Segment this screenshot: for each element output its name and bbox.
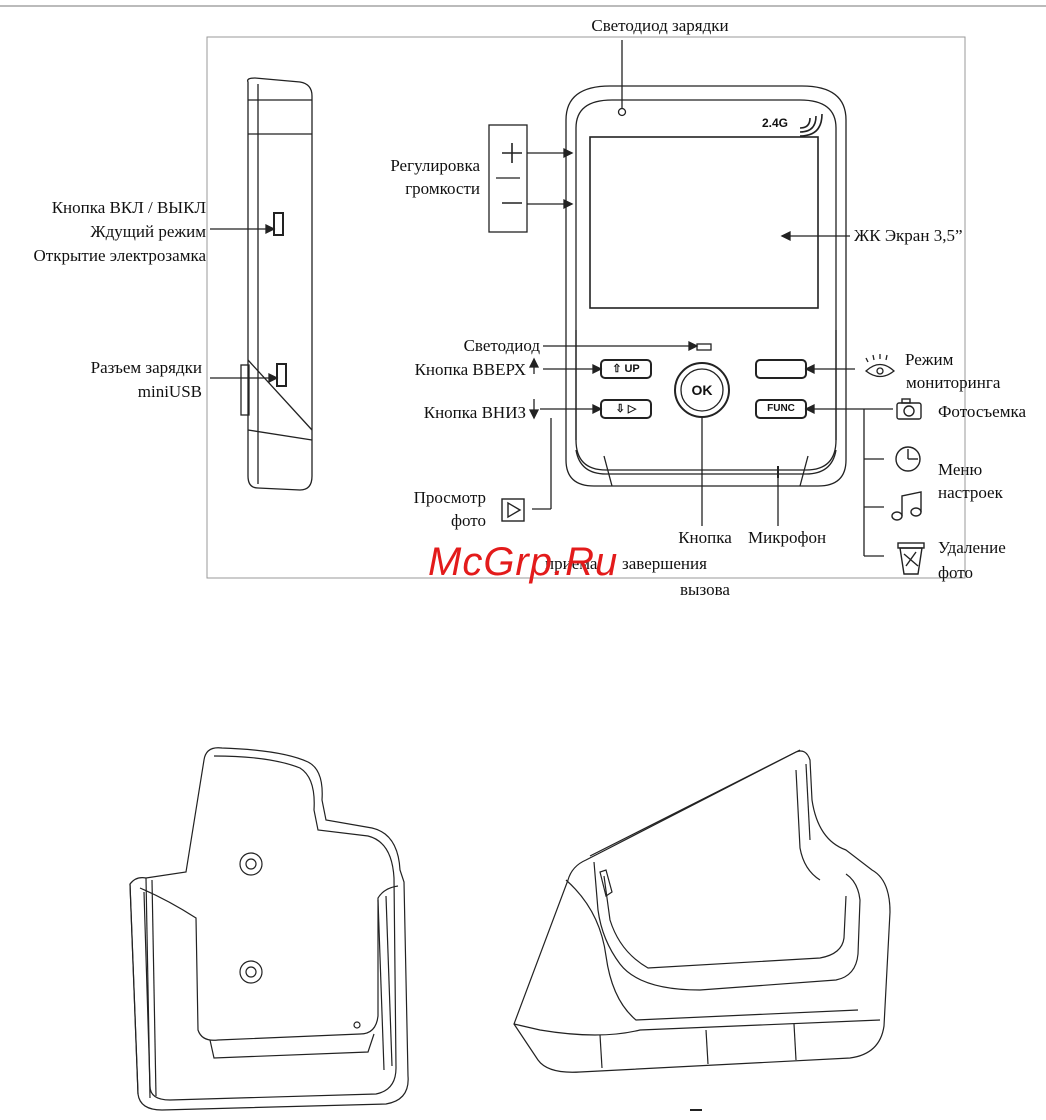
diagram-frame — [206, 36, 966, 579]
microphone-label: Микрофон — [748, 528, 827, 547]
down-button-label: Кнопка ВНИЗ — [423, 403, 526, 422]
power-label-3: Открытие электрозамка — [33, 246, 206, 265]
music-note-icon — [891, 491, 922, 521]
eye-icon — [864, 354, 896, 378]
power-label-2: Ждущий режим — [90, 222, 206, 241]
led-label: Светодиод — [463, 336, 540, 355]
ok-button-label-3: завершения — [622, 554, 707, 573]
up-key-legend: ⇧ UP — [612, 363, 640, 375]
monitoring-label-1: Режим — [905, 350, 954, 369]
charge-led-label: Светодиод зарядки — [591, 16, 729, 35]
band-label: 2.4G — [762, 116, 789, 130]
volume-label-2: громкости — [405, 179, 480, 198]
monitoring-label-2: мониторинга — [906, 373, 1001, 392]
ok-key-legend: OK — [691, 382, 713, 398]
photo-view-label-1: Просмотр — [413, 488, 486, 507]
down-key-legend: ⇩ ▷ — [615, 403, 637, 415]
settings-menu-label-1: Меню — [938, 460, 983, 479]
side-view — [240, 77, 313, 491]
photo-shot-label: Фотосъемка — [938, 402, 1027, 421]
play-icon — [501, 498, 525, 522]
usb-label-2: miniUSB — [137, 382, 202, 401]
ok-button-label-1: Кнопка — [678, 528, 732, 547]
charge-led-dot — [617, 107, 627, 117]
photo-delete-label-2: фото — [938, 563, 973, 582]
power-label-1: Кнопка ВКЛ / ВЫКЛ — [51, 198, 206, 217]
lcd-screen — [589, 136, 819, 309]
front-view — [565, 85, 847, 487]
settings-menu-label-2: настроек — [938, 483, 1003, 502]
ok-button-shape — [674, 362, 730, 418]
lcd-label: ЖК Экран 3,5” — [854, 226, 963, 245]
trash-icon — [897, 542, 925, 575]
desk-stand — [513, 749, 891, 1111]
leader-lines — [210, 40, 893, 557]
usb-label-1: Разъем зарядки — [90, 358, 202, 377]
ok-button-label-2: приема — [545, 554, 598, 573]
volume-rocker — [488, 124, 574, 233]
wall-cradle — [129, 747, 409, 1111]
volume-label-1: Регулировка — [390, 156, 480, 175]
up-button-label: Кнопка ВВЕРХ — [414, 360, 526, 379]
monitor-button-shape — [755, 359, 807, 379]
camera-icon — [896, 398, 922, 420]
watermark: McGrp.Ru — [428, 540, 619, 584]
signal-icon — [799, 113, 823, 137]
power-button-shape — [273, 212, 284, 236]
clock-icon — [895, 446, 921, 472]
func-key-legend: FUNC — [767, 403, 795, 414]
photo-view-label-2: фото — [451, 511, 486, 530]
usb-port-shape — [276, 363, 287, 387]
photo-delete-label-1: Удаление — [938, 538, 1006, 557]
ok-button-label-4: вызова — [680, 580, 730, 599]
status-led-shape — [696, 343, 712, 351]
